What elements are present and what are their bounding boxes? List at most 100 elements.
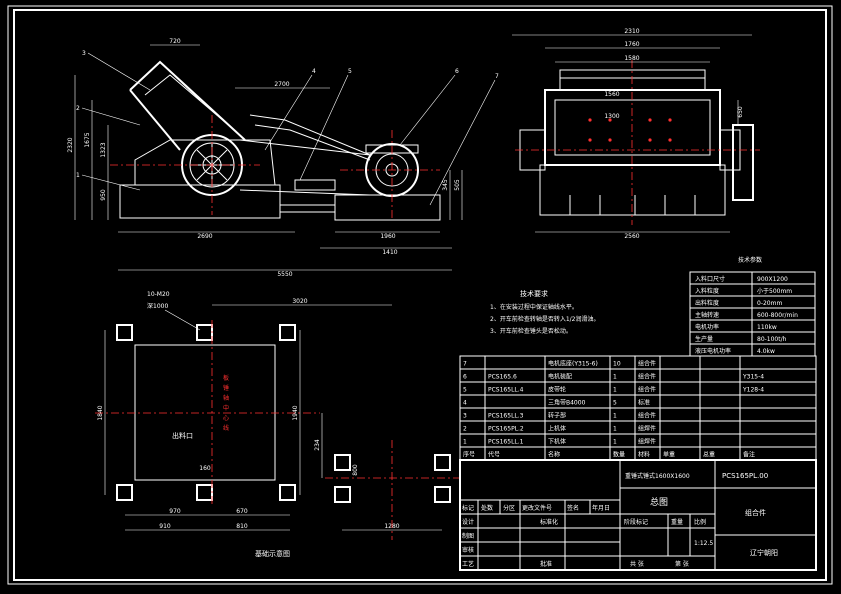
foundation-pit	[134, 344, 276, 481]
parts-cell: 1	[613, 426, 617, 433]
dim-top-width: 720	[169, 38, 181, 45]
outlet-label: 出料口	[172, 431, 193, 440]
technical-notes: 技术要求 1、在安装过程中保证轴线水平。 2、开车前检查转轴是否转入1/2润滑油…	[490, 289, 599, 335]
notes-line-3: 3、开车前检查锤头是否松动。	[490, 327, 572, 335]
parts-cell: 5	[463, 387, 467, 394]
dim-bottom: 2560	[624, 233, 639, 240]
spec-0-value: 900X1200	[757, 276, 788, 283]
center-label-5: 心	[223, 415, 229, 422]
parts-cell: 组合件	[638, 360, 656, 368]
spec-1-label: 入料粒度	[695, 287, 719, 295]
part-label-2: 2	[76, 105, 80, 112]
spec-3-value: 600-800r/min	[757, 312, 798, 319]
hopper-top	[559, 69, 706, 91]
label-total: 共 张	[630, 560, 644, 568]
specs-title: 技术参数	[738, 256, 762, 264]
label-weight: 重量	[671, 518, 683, 526]
foundation-caption: 基础示意图	[255, 549, 290, 558]
label-ratio: 比例	[694, 518, 706, 526]
dim-right-h2: 505	[454, 179, 461, 191]
part-label-7: 7	[495, 73, 499, 80]
parts-header-cell: 材料	[638, 451, 650, 459]
parts-cell: PCS165PL.2	[488, 426, 524, 433]
center-label-1: 板	[223, 374, 229, 382]
dim-inner-vertical: 234	[314, 439, 321, 451]
side-view: 720 2690 1960 1410 5550 2700 2320 1675 1…	[67, 38, 499, 278]
spec-5-value: 80-100t/h	[757, 336, 787, 343]
parts-cell: 组合件	[638, 412, 656, 420]
dim-bottom-total-mid: 810	[236, 523, 248, 530]
parts-cell: 6	[463, 374, 467, 381]
part-label-3: 3	[82, 50, 86, 57]
label-zone: 分区	[503, 504, 515, 512]
parts-cell: 组焊件	[638, 425, 656, 433]
parts-cell: 皮带轮	[548, 386, 566, 394]
label-process: 工艺	[462, 560, 474, 568]
bolt-note-1: 10-M20	[147, 291, 170, 298]
parts-cell: 1	[613, 374, 617, 381]
dim-bottom-left: 970	[169, 508, 181, 515]
notes-line-1: 1、在安装过程中保证轴线水平。	[490, 303, 578, 311]
dim-inner-2: 1560	[604, 91, 619, 98]
sheet-border-inner	[13, 9, 827, 581]
dim-found-right: 1940	[292, 405, 299, 420]
spec-4-label: 电机功率	[695, 323, 719, 331]
dim-found-top: 3020	[292, 298, 307, 305]
parts-cell: Y315-4	[742, 374, 764, 381]
spec-table: 技术参数 入料口尺寸 900X1200 入料粒度 小于500mm 出料粒度 0-…	[689, 256, 816, 357]
title-name: 总图	[650, 496, 668, 508]
notes-title: 技术要求	[520, 289, 548, 298]
dim-height-1: 1675	[84, 132, 91, 147]
spec-2-value: 0-20mm	[757, 300, 782, 307]
part-label-4: 4	[312, 68, 316, 75]
parts-cell: 1	[463, 439, 467, 446]
center-label-3: 轴	[223, 394, 229, 402]
parts-cell: PCS165LL.1	[488, 439, 524, 446]
parts-cell: 10	[613, 361, 621, 368]
label-review: 审核	[462, 546, 474, 554]
parts-cell: PCS165LL.3	[488, 413, 524, 420]
spec-2-label: 出料粒度	[695, 299, 719, 307]
center-label-2: 锤	[223, 384, 229, 392]
title-model: 重锤式锤式1600X1600	[625, 472, 690, 480]
parts-header-cell: 代号	[488, 451, 500, 459]
parts-cell: 1	[613, 439, 617, 446]
dim-top-overall: 2310	[624, 28, 639, 35]
parts-header-cell: 单重	[663, 451, 675, 459]
foundation-plan: 出料口 板 锤 轴 中 心 线 10-M20 深1000 3020 1840 1…	[95, 291, 460, 558]
dim-height-3: 950	[100, 189, 107, 201]
bolt-note-2: 深1000	[147, 302, 168, 310]
crusher-base	[119, 184, 281, 219]
spec-6-label: 液压电机功率	[695, 347, 731, 355]
parts-cell: 上机体	[548, 425, 566, 433]
parts-header-cell: 备注	[743, 451, 755, 459]
parts-cell: 1	[613, 387, 617, 394]
notes-line-2: 2、开车前检查转轴是否转入1/2润滑油。	[490, 315, 599, 323]
part-label-5: 5	[348, 68, 352, 75]
title-block: 重锤式锤式1600X1600 PCS165PL.00 总图 组合件 辽宁朝阳 1…	[459, 459, 817, 571]
label-sheet: 第 张	[675, 560, 689, 568]
center-label-4: 中	[223, 404, 229, 412]
pulley	[732, 124, 754, 201]
dim-inner-1: 1580	[624, 55, 639, 62]
dim-overall-length: 5550	[277, 271, 292, 278]
title-material: 组合件	[745, 508, 766, 517]
label-change-doc: 更改文件号	[522, 504, 552, 512]
center-label-6: 线	[223, 424, 229, 432]
parts-cell: PCS165.6	[488, 374, 517, 381]
parts-cell: 组焊件	[638, 438, 656, 446]
label-approve: 批准	[540, 560, 552, 568]
parts-cell: PCS165LL.4	[488, 387, 524, 394]
parts-cell: 转子部	[548, 412, 566, 420]
parts-cell: 7	[463, 361, 467, 368]
parts-cell: 3	[463, 413, 467, 420]
dim-found-left: 1840	[97, 405, 104, 420]
spec-6-value: 4.0kw	[757, 348, 775, 355]
spec-5-label: 生产量	[695, 335, 713, 343]
dim-base-right: 1960	[380, 233, 395, 240]
part-label-1: 1	[76, 172, 80, 179]
spec-4-value: 110kw	[757, 324, 777, 331]
label-design: 设计	[462, 518, 474, 526]
dim-base-left: 2690	[197, 233, 212, 240]
